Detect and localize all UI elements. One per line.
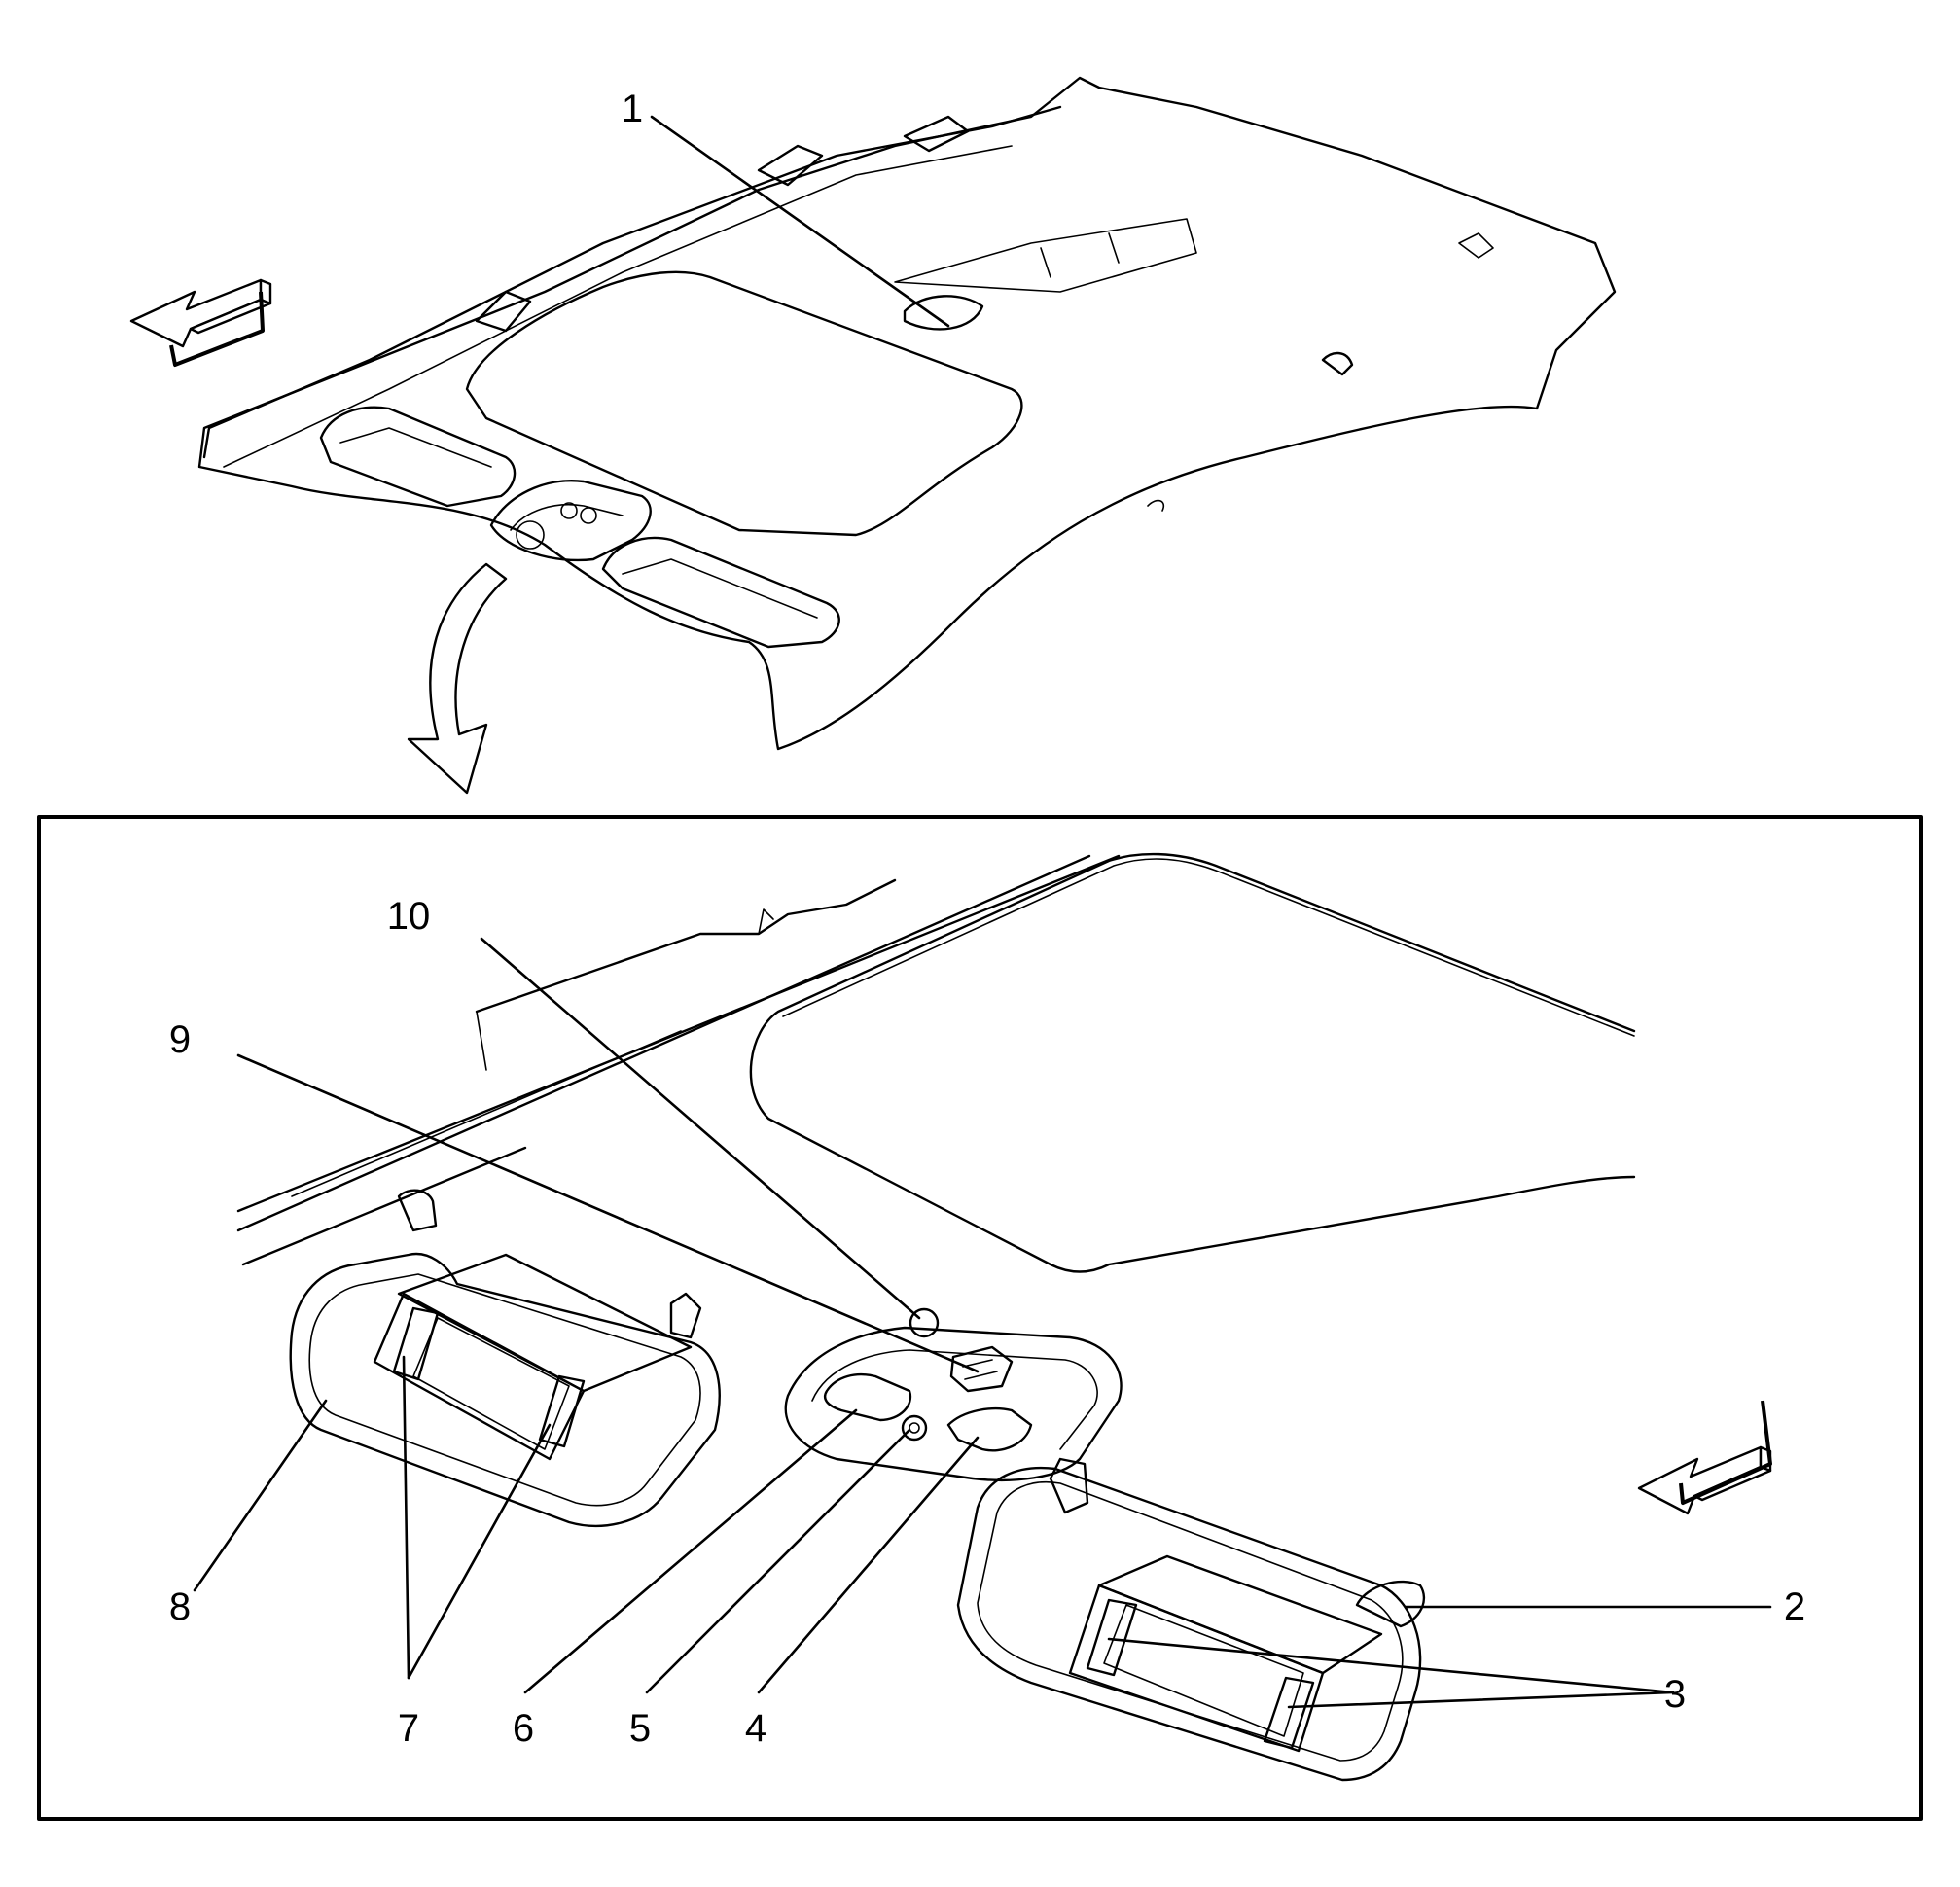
front-direction-arrow-icon	[129, 278, 272, 367]
callout-10: 10	[387, 895, 431, 938]
front-direction-arrow-icon	[1637, 1400, 1772, 1515]
reading-lamp-lens-4	[946, 1406, 1033, 1452]
vanity-lamp-right-7	[538, 1374, 586, 1448]
vanity-lamp-left-7	[392, 1306, 440, 1381]
right-visor-overview	[601, 536, 840, 649]
left-sun-visor	[289, 1189, 721, 1528]
left-visor-overview	[319, 406, 517, 508]
sunroof-opening-detail	[749, 852, 1636, 1273]
sunroof-opening	[465, 270, 1023, 537]
vanity-lamp-left-3	[1086, 1598, 1138, 1677]
callout-4: 4	[745, 1707, 766, 1750]
vanity-lamp-right-3	[1263, 1676, 1315, 1750]
detail-frame	[37, 815, 1923, 1821]
callout-9: 9	[169, 1018, 191, 1061]
electrical-connector-9	[949, 1345, 1014, 1393]
lamp-switch-5	[901, 1414, 928, 1442]
reading-lamp-lens-6	[823, 1372, 912, 1422]
callout-5: 5	[629, 1707, 651, 1750]
callout-2: 2	[1784, 1585, 1805, 1628]
headliner-overview	[129, 76, 1617, 795]
overhead-console	[784, 1307, 1123, 1481]
right-sun-visor	[956, 1457, 1426, 1782]
detail-view	[236, 852, 1772, 1782]
callout-6: 6	[513, 1707, 534, 1750]
console-switch-10	[909, 1307, 940, 1338]
callout-3: 3	[1664, 1673, 1686, 1716]
headliner-outline	[197, 76, 1617, 751]
visor-retainer-clip-2	[1355, 1580, 1426, 1628]
overhead-console-small	[489, 480, 652, 562]
callout-1: 1	[622, 88, 643, 130]
headliner-side-rail	[202, 105, 1062, 459]
callout-labels: 1 2 3 4 5 6 7 8 9 10	[169, 88, 1805, 1750]
leader-lines	[193, 115, 1772, 1709]
callout-7: 7	[398, 1707, 419, 1750]
detail-view-arrow-icon	[407, 562, 508, 795]
callout-8: 8	[169, 1585, 191, 1628]
